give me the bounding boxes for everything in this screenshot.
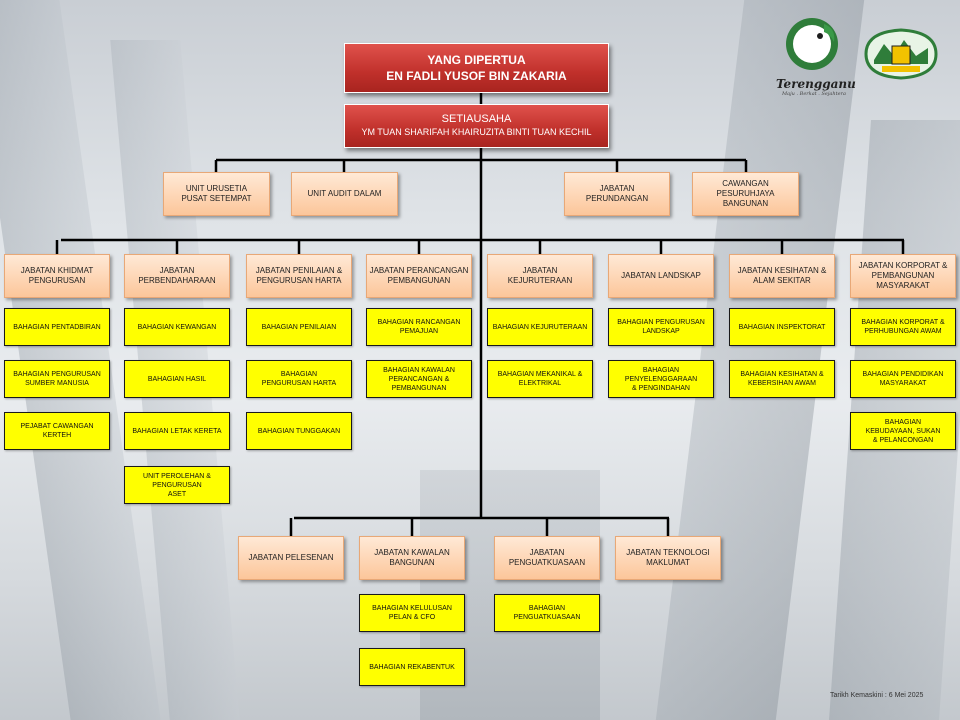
setiausaha-box[interactable]: SETIAUSAHA YM TUAN SHARIFAH KHAIRUZITA B… [344, 104, 609, 148]
section-box[interactable]: UNIT PEROLEHAN & PENGURUSAN ASET [124, 466, 230, 504]
setiausaha-title: SETIAUSAHA [441, 113, 512, 125]
section-box[interactable]: BAHAGIAN LETAK KERETA [124, 412, 230, 450]
section-box[interactable]: BAHAGIAN PENTADBIRAN [4, 308, 110, 346]
section-box[interactable]: BAHAGIAN INSPEKTORAT [729, 308, 835, 346]
department-box[interactable]: JABATAN LANDSKAP [608, 254, 714, 298]
section-box[interactable]: BAHAGIAN HASIL [124, 360, 230, 398]
terengganu-logo: Terengganu Maju . Berkat . Sejahtera [776, 14, 856, 97]
department-box[interactable]: JABATAN KHIDMAT PENGURUSAN [4, 254, 110, 298]
bottom-section-box[interactable]: BAHAGIAN PENGUATKUASAAN [494, 594, 600, 632]
council-logo [862, 26, 940, 82]
section-box[interactable]: BAHAGIAN KEJURUTERAAN [487, 308, 593, 346]
section-box[interactable]: BAHAGIAN PENGURUSAN LANDSKAP [608, 308, 714, 346]
unit-audit-box[interactable]: UNIT AUDIT DALAM [291, 172, 398, 216]
section-box[interactable]: BAHAGIAN MEKANIKAL & ELEKTRIKAL [487, 360, 593, 398]
section-box[interactable]: BAHAGIAN PENGURUSAN HARTA [246, 360, 352, 398]
section-box[interactable]: BAHAGIAN KEWANGAN [124, 308, 230, 346]
council-crest-icon [864, 28, 938, 80]
bottom-section-box[interactable]: BAHAGIAN REKABENTUK [359, 648, 465, 686]
section-box[interactable]: PEJABAT CAWANGAN KERTEH [4, 412, 110, 450]
section-box[interactable]: BAHAGIAN TUNGGAKAN [246, 412, 352, 450]
yang-dipertua-box[interactable]: YANG DIPERTUA EN FADLI YUSOF BIN ZAKARIA [344, 43, 609, 93]
tarikh-kemaskini: Tarikh Kemaskini : 6 Mei 2025 [830, 692, 924, 699]
cawangan-pesuruhjaya-box[interactable]: CAWANGAN PESURUHJAYA BANGUNAN [692, 172, 799, 216]
department-box[interactable]: JABATAN PENILAIAN & PENGURUSAN HARTA [246, 254, 352, 298]
section-box[interactable]: BAHAGIAN KAWALAN PERANCANGAN & PEMBANGUN… [366, 360, 472, 398]
yang-dipertua-name: EN FADLI YUSOF BIN ZAKARIA [386, 69, 567, 83]
section-box[interactable]: BAHAGIAN RANCANGAN PEMAJUAN [366, 308, 472, 346]
section-box[interactable]: BAHAGIAN PENILAIAN [246, 308, 352, 346]
section-box[interactable]: BAHAGIAN PENYELENGGARAAN & PENGINDAHAN [608, 360, 714, 398]
department-box[interactable]: JABATAN PERANCANGAN PEMBANGUNAN [366, 254, 472, 298]
bottom-section-box[interactable]: BAHAGIAN KELULUSAN PELAN & CFO [359, 594, 465, 632]
jabatan-perundangan-box[interactable]: JABATAN PERUNDANGAN [564, 172, 670, 216]
unit-urusetia-box[interactable]: UNIT URUSETIA PUSAT SETEMPAT [163, 172, 270, 216]
bottom-department-box[interactable]: JABATAN PELESENAN [238, 536, 344, 580]
section-box[interactable]: BAHAGIAN KESIHATAN & KEBERSIHAN AWAM [729, 360, 835, 398]
section-box[interactable]: BAHAGIAN PENGURUSAN SUMBER MANUSIA [4, 360, 110, 398]
setiausaha-name: YM TUAN SHARIFAH KHAIRUZITA BINTI TUAN K… [361, 127, 592, 137]
bottom-department-box[interactable]: JABATAN TEKNOLOGI MAKLUMAT [615, 536, 721, 580]
terengganu-emblem-icon [786, 18, 838, 70]
department-box[interactable]: JABATAN KEJURUTERAAN [487, 254, 593, 298]
terengganu-logo-tagline: Maju . Berkat . Sejahtera [782, 91, 846, 97]
terengganu-logo-text: Terengganu [776, 77, 856, 91]
bottom-department-box[interactable]: JABATAN PENGUATKUASAAN [494, 536, 600, 580]
department-box[interactable]: JABATAN KORPORAT & PEMBANGUNAN MASYARAKA… [850, 254, 956, 298]
department-box[interactable]: JABATAN KESIHATAN & ALAM SEKITAR [729, 254, 835, 298]
department-box[interactable]: JABATAN PERBENDAHARAAN [124, 254, 230, 298]
yang-dipertua-title: YANG DIPERTUA [427, 53, 526, 67]
section-box[interactable]: BAHAGIAN KEBUDAYAAN, SUKAN & PELANCONGAN [850, 412, 956, 450]
bottom-department-box[interactable]: JABATAN KAWALAN BANGUNAN [359, 536, 465, 580]
section-box[interactable]: BAHAGIAN PENDIDIKAN MASYARAKAT [850, 360, 956, 398]
section-box[interactable]: BAHAGIAN KORPORAT & PERHUBUNGAN AWAM [850, 308, 956, 346]
